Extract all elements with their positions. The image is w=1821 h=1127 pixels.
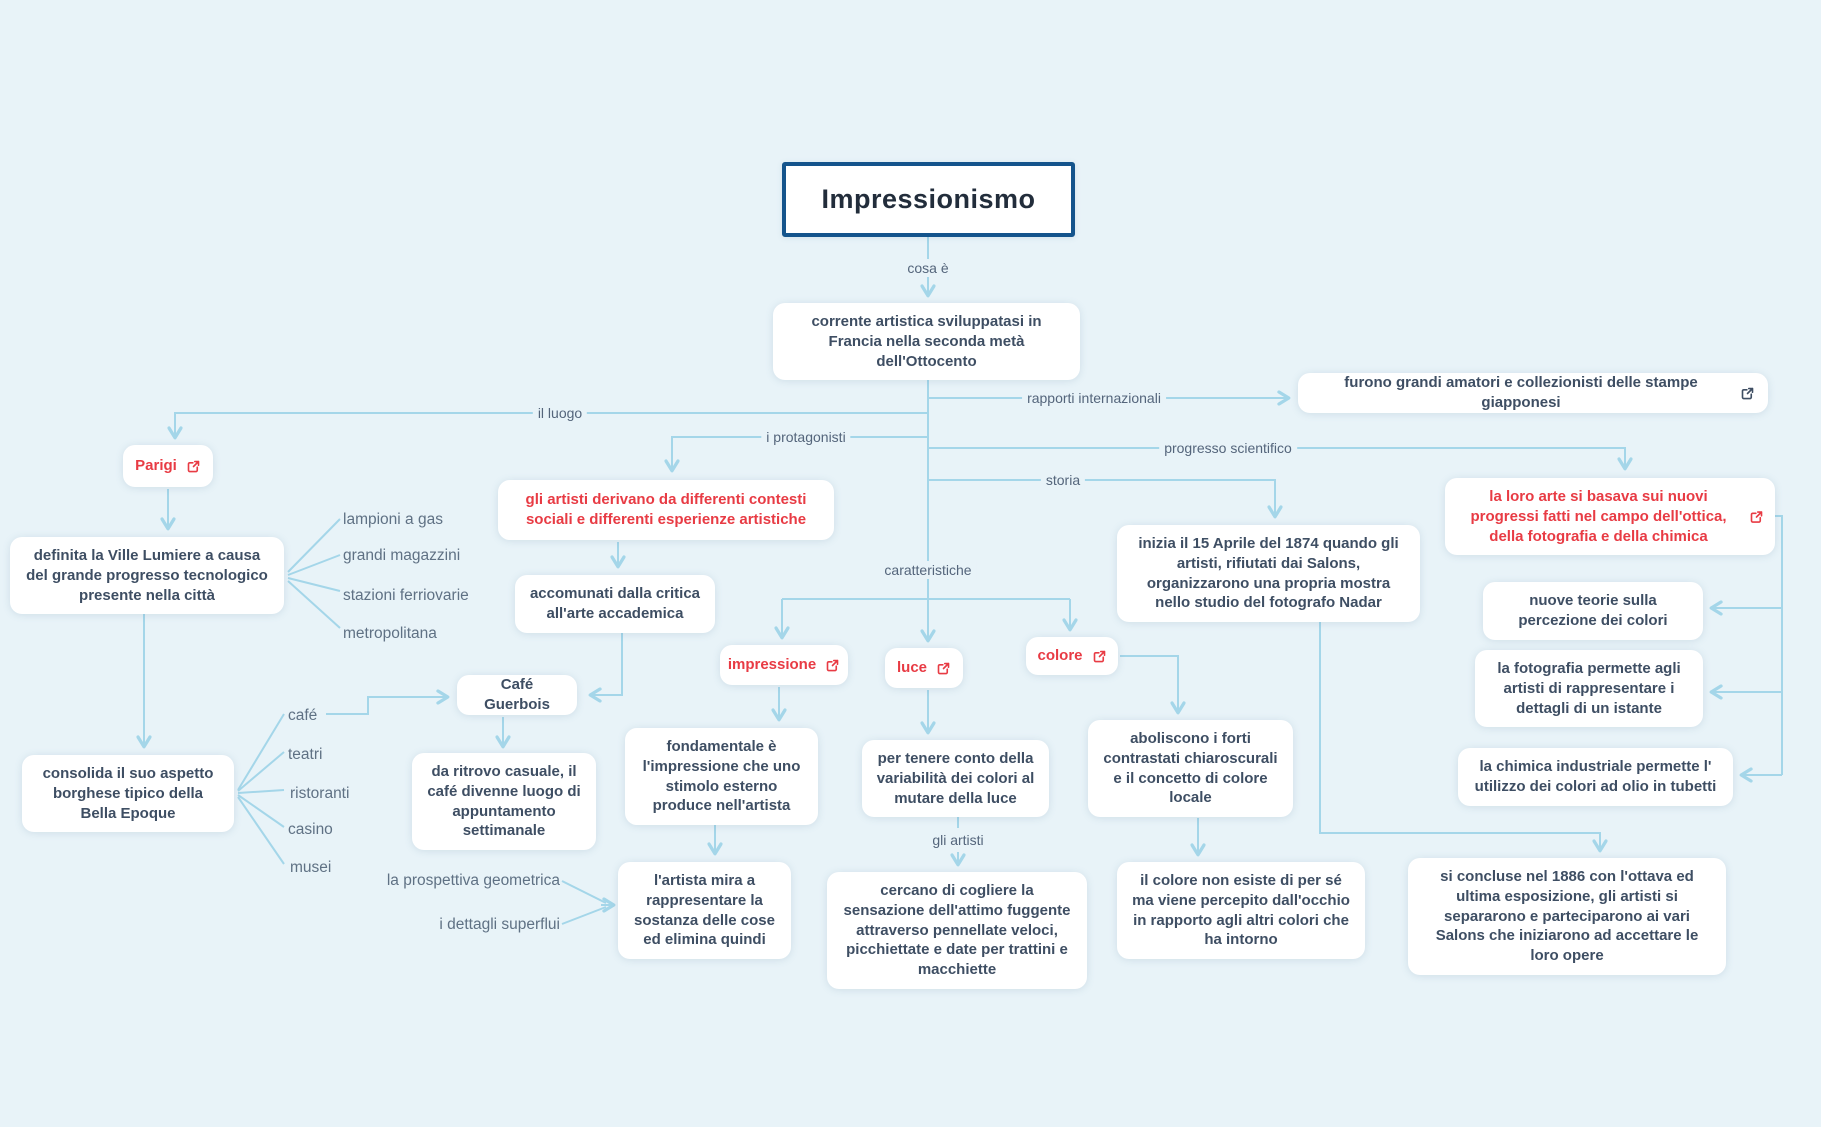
external-link-icon[interactable] — [936, 661, 951, 676]
node-central-definition[interactable]: corrente artistica sviluppatasi in Franc… — [773, 303, 1080, 381]
edge-label-progresso-scientifico: progresso scientifico — [1159, 439, 1297, 457]
node-stampe-giapponesi[interactable]: furono grandi amatori e collezionisti de… — [1298, 373, 1768, 413]
node-cafe-guerbois[interactable]: Café Guerbois — [457, 675, 577, 715]
external-link-icon[interactable] — [1092, 649, 1107, 664]
node-colore-percezione[interactable]: il colore non esiste di per sé ma viene … — [1117, 862, 1365, 960]
node-text: colore — [1037, 647, 1083, 665]
node-ultima-esposizione-1886[interactable]: si concluse nel 1886 con l'ottava ed ult… — [1408, 858, 1726, 975]
leaf-stazioni-ferroviarie[interactable]: stazioni ferriovarie — [343, 587, 469, 604]
leaf-lampioni-a-gas[interactable]: lampioni a gas — [343, 511, 443, 528]
node-text: luce — [897, 659, 928, 677]
edge-label-gli-artisti: gli artisti — [927, 831, 989, 849]
leaf-dettagli-superflui[interactable]: i dettagli superflui — [439, 916, 560, 933]
node-ritrovo-settimanale[interactable]: da ritrovo casuale, il café divenne luog… — [412, 753, 596, 851]
node-text: consolida il suo aspetto borghese tipico… — [42, 765, 214, 822]
node-aboliscono-chiaroscuri[interactable]: aboliscono i forti contrastati chiaroscu… — [1088, 720, 1293, 818]
node-text: la loro arte si basava sui nuovi progres… — [1470, 488, 1727, 545]
leaf-prospettiva-geometrica[interactable]: la prospettiva geometrica — [386, 872, 560, 889]
node-accomunati-critica[interactable]: accomunati dalla critica all'arte accade… — [515, 575, 715, 633]
edge-label-il-luogo: il luogo — [532, 404, 588, 422]
node-text: la fotografia permette agli artisti di r… — [1497, 660, 1681, 717]
node-text: Parigi — [135, 457, 177, 475]
leaf-metropolitana[interactable]: metropolitana — [343, 625, 437, 642]
node-variabilita-colori[interactable]: per tenere conto della variabilità dei c… — [862, 740, 1049, 818]
node-text: fondamentale è l'impressione che uno sti… — [642, 738, 801, 815]
node-prima-mostra-1874[interactable]: inizia il 15 Aprile del 1874 quando gli … — [1117, 525, 1420, 623]
node-nuovi-progressi[interactable]: la loro arte si basava sui nuovi progres… — [1445, 478, 1775, 556]
node-bella-epoque[interactable]: consolida il suo aspetto borghese tipico… — [22, 755, 234, 833]
node-text: corrente artistica sviluppatasi in Franc… — [811, 313, 1042, 370]
node-colore[interactable]: colore — [1026, 637, 1118, 675]
leaf-musei[interactable]: musei — [290, 859, 332, 876]
node-fotografia-istante[interactable]: la fotografia permette agli artisti di r… — [1475, 650, 1703, 728]
leaf-casino[interactable]: casino — [288, 821, 333, 838]
map-title-node[interactable]: Impressionismo — [782, 162, 1075, 237]
external-link-icon[interactable] — [825, 658, 840, 673]
node-impressione[interactable]: impressione — [720, 645, 848, 685]
node-parigi[interactable]: Parigi — [123, 445, 213, 487]
node-ville-lumiere[interactable]: definita la Ville Lumiere a causa del gr… — [10, 537, 284, 615]
external-link-icon[interactable] — [1740, 386, 1755, 401]
external-link-icon[interactable] — [1749, 509, 1764, 524]
node-luce[interactable]: luce — [885, 648, 963, 688]
node-text: accomunati dalla critica all'arte accade… — [529, 585, 701, 622]
node-text: la chimica industriale permette l' utili… — [1474, 758, 1717, 795]
node-text: nuove teorie sulla percezione dei colori — [1518, 592, 1668, 629]
edge-label-cosa-e: cosa è — [902, 259, 954, 277]
edge-label-rapporti-internazionali: rapporti internazionali — [1022, 389, 1166, 407]
node-sostanza-delle-cose[interactable]: l'artista mira a rappresentare la sostan… — [618, 862, 791, 960]
node-text: da ritrovo casuale, il café divenne luog… — [427, 763, 581, 840]
node-text: per tenere conto della variabilità dei c… — [876, 750, 1035, 807]
node-text: il colore non esiste di per sé ma viene … — [1132, 872, 1350, 949]
node-text: cercano di cogliere la sensazione dell'a… — [843, 882, 1071, 979]
leaf-cafe[interactable]: café — [288, 707, 318, 724]
node-text: si concluse nel 1886 con l'ottava ed ult… — [1435, 868, 1699, 965]
node-text: l'artista mira a rappresentare la sostan… — [634, 872, 775, 949]
node-text: gli artisti derivano da differenti conte… — [525, 491, 807, 528]
edge-label-caratteristiche: caratteristiche — [879, 561, 977, 579]
edge-label-storia: storia — [1040, 471, 1086, 489]
edge-label-i-protagonisti: i protagonisti — [761, 428, 851, 446]
node-stimolo-esterno[interactable]: fondamentale è l'impressione che uno sti… — [625, 728, 818, 826]
node-text: inizia il 15 Aprile del 1874 quando gli … — [1138, 535, 1399, 612]
node-text: Café Guerbois — [484, 676, 550, 713]
external-link-icon[interactable] — [186, 459, 201, 474]
node-text: definita la Ville Lumiere a causa del gr… — [26, 547, 268, 604]
leaf-ristoranti[interactable]: ristoranti — [290, 785, 350, 802]
leaf-grandi-magazzini[interactable]: grandi magazzini — [343, 547, 461, 564]
map-title-text: Impressionismo — [821, 184, 1036, 214]
node-nuove-teorie[interactable]: nuove teorie sulla percezione dei colori — [1483, 582, 1703, 640]
node-chimica-tubetti[interactable]: la chimica industriale permette l' utili… — [1458, 748, 1733, 806]
node-artisti-contesti[interactable]: gli artisti derivano da differenti conte… — [498, 480, 834, 540]
node-text: impressione — [727, 656, 817, 674]
leaf-teatri[interactable]: teatri — [288, 746, 323, 763]
node-text: furono grandi amatori e collezionisti de… — [1344, 374, 1698, 411]
node-text: aboliscono i forti contrastati chiaroscu… — [1103, 730, 1278, 807]
node-attimo-fuggente[interactable]: cercano di cogliere la sensazione dell'a… — [827, 872, 1087, 989]
